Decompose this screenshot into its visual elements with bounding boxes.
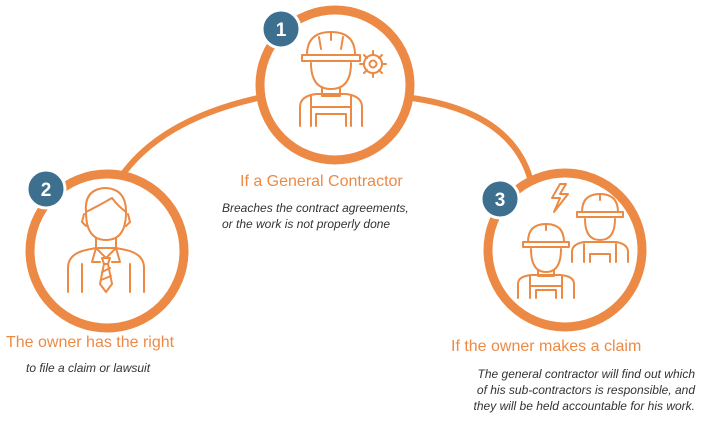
step-2-description: to file a claim or lawsuit xyxy=(26,360,226,376)
construction-worker-with-gear-icon xyxy=(299,31,387,127)
step-1-circle xyxy=(255,5,415,165)
step-3-description: The general contractor will find out whi… xyxy=(405,366,695,414)
step-1-heading: If a General Contractor xyxy=(240,173,403,190)
two-workers-with-lightning-icon xyxy=(517,183,629,299)
step-1-line-1: Breaches the contract agreements, xyxy=(222,201,409,215)
step-1-badge xyxy=(260,8,302,50)
step-1-description: Breaches the contract agreements, or the… xyxy=(222,200,462,232)
step-3-line-3: they will be held accountable for his wo… xyxy=(473,399,695,413)
step-2-number: 2 xyxy=(41,180,52,201)
step-3-number: 3 xyxy=(495,190,506,211)
connector-arc-right xyxy=(409,95,533,181)
step-1-number: 1 xyxy=(276,20,287,41)
step-2-line-1: to file a claim or lawsuit xyxy=(26,361,151,375)
step-3-badge xyxy=(479,178,521,220)
step-2-heading: The owner has the right xyxy=(6,334,175,351)
step-3-heading: If the owner makes a claim xyxy=(451,338,642,355)
connector-arc-left xyxy=(117,95,261,181)
step-3-line-1: The general contractor will find out whi… xyxy=(477,367,695,381)
step-2-badge xyxy=(25,168,67,210)
businessman-owner-icon xyxy=(67,187,145,293)
step-1-line-2: or the work is not properly done xyxy=(222,217,391,231)
step-3-line-2: of his sub-contractors is responsible, a… xyxy=(476,383,695,397)
